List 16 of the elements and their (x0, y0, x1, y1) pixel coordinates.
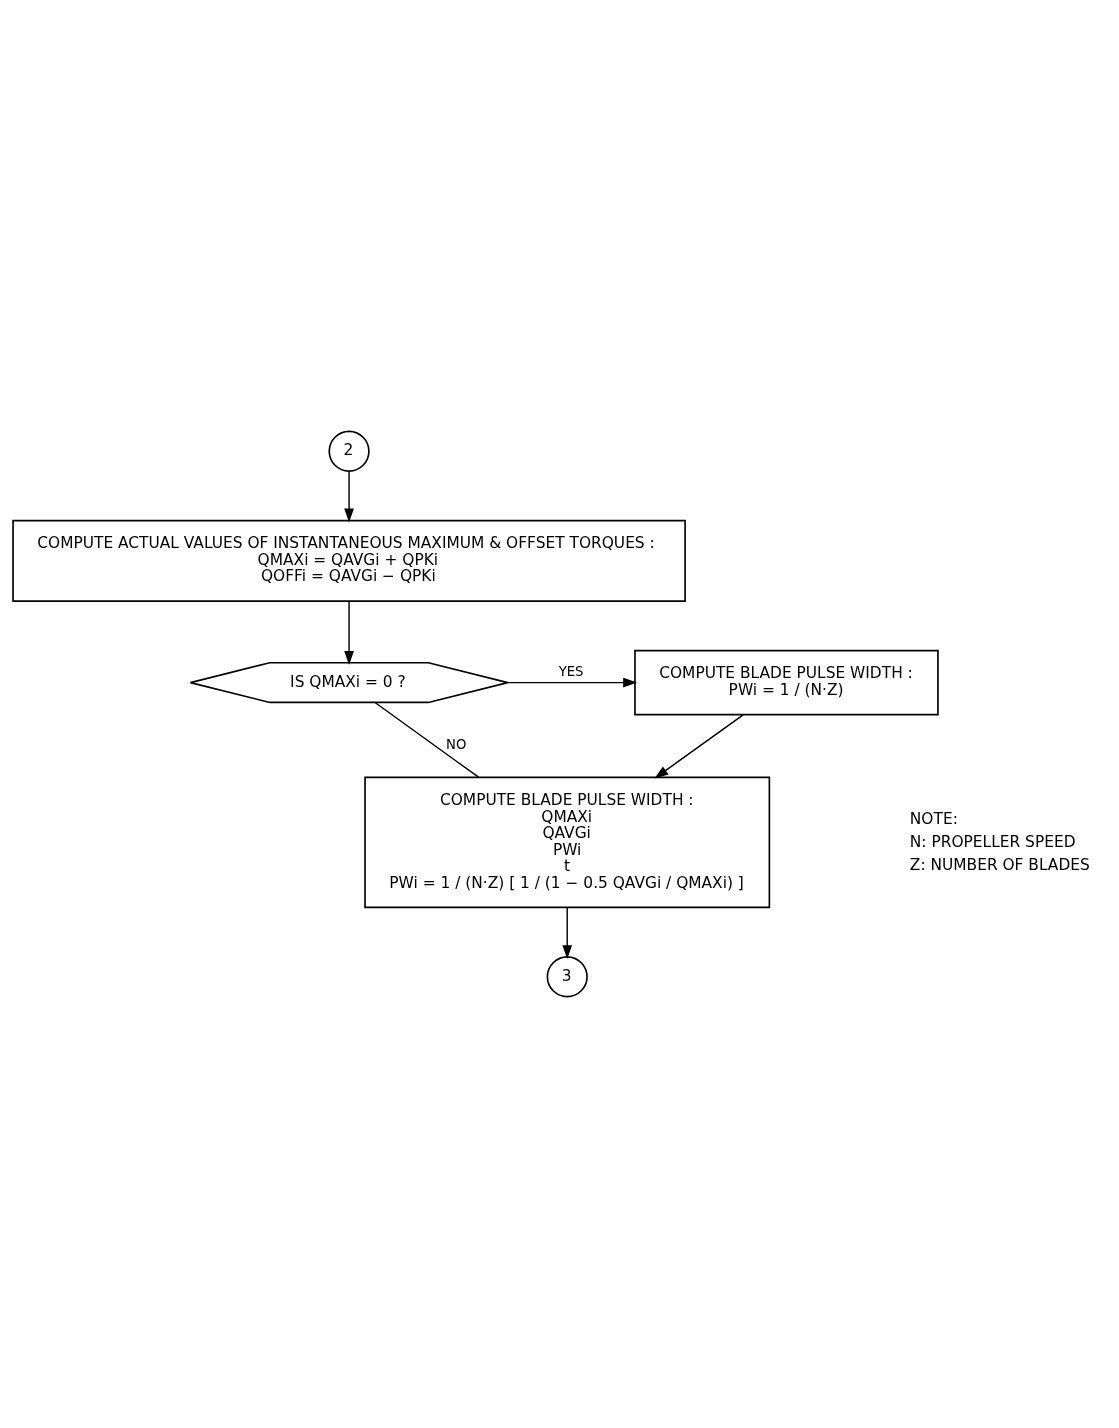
node-circle: 2 (328, 430, 370, 472)
arrow (507, 677, 638, 688)
label: NOTE: (909, 809, 958, 828)
arrow (344, 470, 354, 523)
edge-label: NO (446, 737, 467, 753)
node-circle: 3 (546, 956, 588, 998)
node-box: COMPUTE BLADE PULSE WIDTH : QMAXi QAVGi PWi t PWi = 1 / (N·Z) [ 1 / (1 − 0.5 QAVGi / QMAXi) ] (364, 776, 771, 909)
edge-label: YES (558, 663, 584, 679)
label: N: PROPELLER SPEED (909, 832, 1076, 851)
arrow (344, 600, 354, 665)
node-box: COMPUTE ACTUAL VALUES OF INSTANTANEOUS MAXIMUM & OFFSET TORQUES : QMAXi = QAVGi + QPKi QOFFi = QAVGi − QPKi (12, 519, 686, 602)
arrow (562, 906, 573, 960)
label: Z: NUMBER OF BLADES (909, 856, 1090, 875)
node-box: COMPUTE BLADE PULSE WIDTH : PWi = 1 / (N·Z) (634, 649, 939, 716)
arrow (654, 714, 744, 779)
connector (374, 702, 480, 778)
